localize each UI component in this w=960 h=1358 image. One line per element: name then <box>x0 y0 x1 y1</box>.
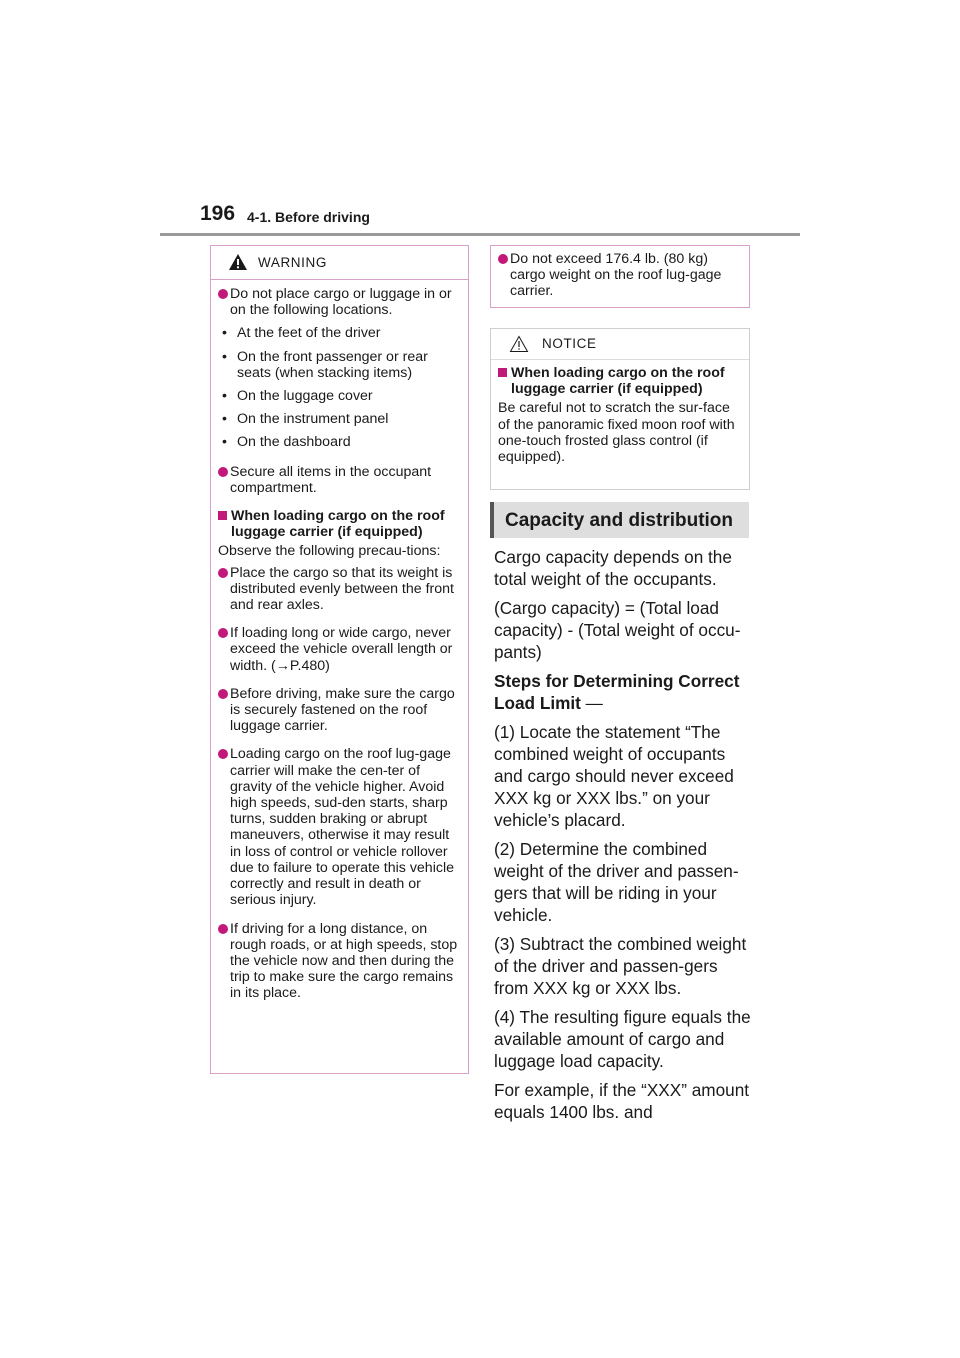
list-item: •On the luggage cover <box>222 388 373 405</box>
steps-heading-paragraph: Steps for Determining Correct Load Limit… <box>494 670 754 714</box>
list-item: •At the feet of the driver <box>222 325 381 342</box>
header-rule <box>160 233 800 236</box>
section-title: 4-1. Before driving <box>247 209 370 225</box>
warning-triangle-icon <box>229 254 247 270</box>
notice-text: Be careful not to scratch the sur-face o… <box>498 400 735 466</box>
warning-bullet: If driving for a long distance, on rough… <box>218 921 462 1002</box>
notice-box: NOTICE When loading cargo on the roof lu… <box>490 328 750 490</box>
paragraph: For example, if the “XXX” amount equals … <box>494 1080 750 1122</box>
notice-header: NOTICE <box>491 329 749 360</box>
bullet-dot-icon <box>218 923 228 934</box>
notice-label: NOTICE <box>542 336 597 351</box>
bullet-dot-icon <box>218 567 228 578</box>
steps-dash: — <box>585 693 603 713</box>
page-number: 196 <box>200 202 236 225</box>
bullet-dot-icon <box>218 289 228 299</box>
warning-intro: Observe the following precau-tions: <box>218 543 441 560</box>
capacity-body: Cargo capacity depends on the total weig… <box>494 546 754 1130</box>
warning-label: WARNING <box>258 255 327 270</box>
warning-bullet: Secure all items in the occupant compart… <box>218 464 462 496</box>
paragraph: (1) Locate the statement “The combined w… <box>494 722 734 830</box>
warning-box: WARNING Do not place cargo or luggage in… <box>210 245 469 1074</box>
bullet-dot-icon <box>498 254 508 264</box>
bullet-dot-icon <box>218 628 228 639</box>
warning-bullet: Do not place cargo or luggage in or on t… <box>218 286 462 318</box>
location-list: •At the feet of the driver •On the front… <box>218 325 462 450</box>
bullet-dot-icon <box>218 466 228 477</box>
square-bullet-icon <box>218 511 227 521</box>
steps-heading: Steps for Determining Correct Load Limit <box>494 671 740 713</box>
bullet-dot-icon <box>218 749 228 760</box>
section-heading-text: Capacity and distribution <box>505 510 734 531</box>
paragraph: (4) The resulting figure equals the avai… <box>494 1007 751 1071</box>
list-item: •On the front passenger or rear seats (w… <box>222 348 428 381</box>
list-item: •On the instrument panel <box>222 411 389 428</box>
paragraph: (Cargo capacity) = (Total load capacity)… <box>494 598 741 662</box>
square-bullet-icon <box>498 368 507 377</box>
paragraph: (2) Determine the combined weight of the… <box>494 839 739 925</box>
warning-header: WARNING <box>211 246 468 280</box>
notice-subheading: When loading cargo on the roof luggage c… <box>498 365 743 397</box>
paragraph: (3) Subtract the combined weight of the … <box>494 934 747 998</box>
warning-subheading: When loading cargo on the roof luggage c… <box>218 508 462 540</box>
warning-continuation-box: Do not exceed 176.4 lb. (80 kg) cargo we… <box>490 245 750 308</box>
warning-bullet: Place the cargo so that its weight is di… <box>218 565 462 614</box>
section-heading: Capacity and distribution <box>490 502 749 538</box>
paragraph: Cargo capacity depends on the total weig… <box>494 547 732 589</box>
warning-bullet: Before driving, make sure the cargo is s… <box>218 686 462 735</box>
caution-triangle-icon <box>509 335 529 352</box>
bullet-dot-icon <box>218 688 228 699</box>
warning-bullet: Do not exceed 176.4 lb. (80 kg) cargo we… <box>498 251 743 300</box>
list-item: •On the dashboard <box>222 434 351 451</box>
warning-bullet: If loading long or wide cargo, never exc… <box>218 625 462 674</box>
warning-bullet: Loading cargo on the roof lug-gage carri… <box>218 746 462 908</box>
